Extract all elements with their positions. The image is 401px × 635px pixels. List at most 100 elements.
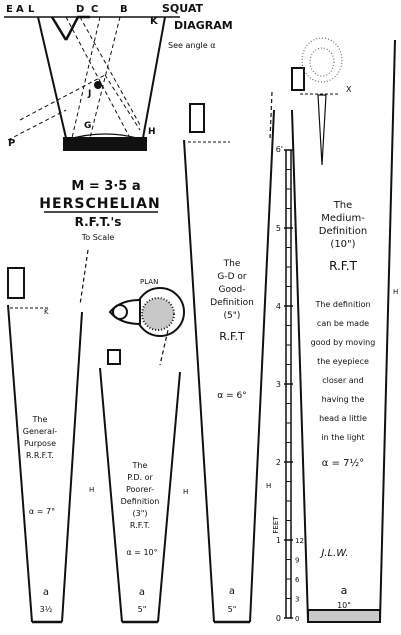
tube-right-wall — [157, 371, 181, 623]
tele1-h-label: H — [89, 486, 94, 494]
letter-b: B — [120, 4, 128, 15]
cone-indicator — [317, 94, 327, 166]
plan-eyepiece-arm — [108, 298, 141, 326]
tube-mirror — [307, 609, 381, 623]
tele2-line1: The — [132, 461, 148, 470]
plan-mirror — [141, 297, 175, 331]
tele4-note8: in the light — [321, 433, 364, 442]
title-sub: R.F.T.'s — [75, 215, 122, 229]
sight-line — [79, 249, 89, 306]
scale-top-marker: 6' — [276, 145, 283, 154]
squat-right-wall — [142, 16, 166, 139]
tele1-line2: General- — [23, 427, 58, 436]
feet-tick-label: 5 — [276, 224, 281, 233]
tele2-line2: P.D. or — [127, 473, 153, 482]
letter-a: A — [16, 4, 24, 15]
formula: M = 3·5 a — [71, 179, 140, 194]
tele1-k-label: K — [44, 308, 49, 316]
inch-tick-label: 3 — [295, 596, 299, 604]
letter-j: J — [87, 89, 91, 99]
tele3-angle: α = 6° — [217, 391, 246, 401]
tube-left-wall — [291, 109, 309, 621]
tele4-note5: closer and — [322, 376, 364, 385]
tele2-line5: (3") — [132, 509, 147, 518]
squat-mirror — [63, 137, 147, 151]
tele4-note2: can be made — [317, 319, 369, 328]
letter-k: K — [150, 16, 159, 27]
tele2-angle: α = 10° — [126, 548, 157, 557]
tele4-angle: α = 7½° — [322, 457, 364, 469]
feet-tick-label: 2 — [276, 458, 281, 467]
squat-letters: E A L D C B K J G H P — [6, 4, 159, 149]
eyepiece-box — [107, 349, 121, 365]
tele4-h-label: H — [393, 288, 398, 296]
tele3-line1: The — [223, 259, 241, 269]
squat-notch-left — [50, 16, 68, 41]
inch-tick-label: 0 — [295, 615, 299, 623]
tele4-line1: The — [333, 200, 353, 211]
tele4-note6: having the — [322, 395, 365, 404]
sight-line — [269, 91, 273, 141]
tele3-line4: Definition — [210, 298, 254, 308]
eyepiece-box — [7, 267, 25, 299]
tube-left-wall — [7, 304, 33, 623]
plan-sketch — [108, 287, 185, 337]
tele3-h-label: H — [266, 482, 271, 490]
tele4-aperture-value: 10" — [337, 601, 351, 610]
tele1-line3: Purpose — [24, 439, 56, 448]
letter-l: L — [28, 4, 35, 15]
tele2-line6: R.F.T. — [130, 521, 150, 530]
feet-tick-label: 1 — [276, 536, 281, 545]
tele4-x-label: X — [346, 85, 352, 94]
tele4-line4: (10") — [330, 239, 355, 250]
inch-tick-label: 12 — [295, 537, 304, 545]
tele3-line6: R.F.T — [219, 330, 245, 343]
tele4-aperture-letter: a — [341, 584, 348, 597]
letter-h: H — [148, 127, 156, 137]
tele1-line4: R.R.F.T. — [26, 451, 54, 460]
feet-tick-label: 4 — [276, 302, 281, 311]
plan-eyepiece — [112, 304, 128, 320]
eyepiece-box — [189, 103, 205, 133]
head-outline — [301, 37, 343, 83]
tele1-aperture-letter: a — [43, 587, 49, 598]
tele4-note3: good by moving — [311, 338, 376, 347]
squat-mirror-curve — [65, 133, 145, 141]
squat-diagram — [4, 15, 180, 151]
tele4-line2: Medium- — [321, 213, 365, 224]
squat-notch — [64, 15, 90, 41]
title-main: HERSCHELIAN — [39, 196, 160, 212]
feet-tick-label: 3 — [276, 380, 281, 389]
tele2-line3: Poorer- — [126, 485, 154, 494]
tube-left-wall — [99, 367, 123, 623]
letter-p: P — [8, 138, 15, 149]
squat-label: SQUAT — [162, 2, 204, 15]
tube-right-wall — [379, 39, 396, 621]
head-inner — [309, 47, 335, 77]
tele2-aperture-value: 5" — [138, 605, 147, 614]
observer-head-sketch — [301, 37, 343, 83]
tele4-note1: The definition — [314, 300, 370, 309]
tele4-line3: Definition — [319, 226, 367, 237]
telescope-medium-definition — [291, 39, 396, 623]
tele4-note4: the eyepiece — [317, 357, 369, 366]
telescope-poorer-definition — [99, 329, 181, 624]
squat-eye-point — [94, 81, 102, 89]
tele3-aperture-value: 5" — [228, 605, 237, 614]
tele2-aperture-letter: a — [139, 587, 145, 598]
sight-line — [159, 329, 169, 366]
letter-d: D — [76, 4, 84, 15]
see-angle-note: See angle α — [168, 41, 215, 50]
inch-tick-label: 9 — [295, 557, 299, 565]
letter-c: C — [91, 4, 98, 15]
tele2-h-label: H — [183, 488, 188, 496]
tele4-note7: head a little — [319, 414, 367, 423]
inch-tick-label: 6 — [295, 576, 300, 584]
tele4-line5: R.F.T — [329, 259, 358, 273]
plan-label: PLAN — [140, 278, 158, 286]
eyepiece-box — [291, 67, 305, 91]
tube-right-wall — [61, 311, 83, 623]
